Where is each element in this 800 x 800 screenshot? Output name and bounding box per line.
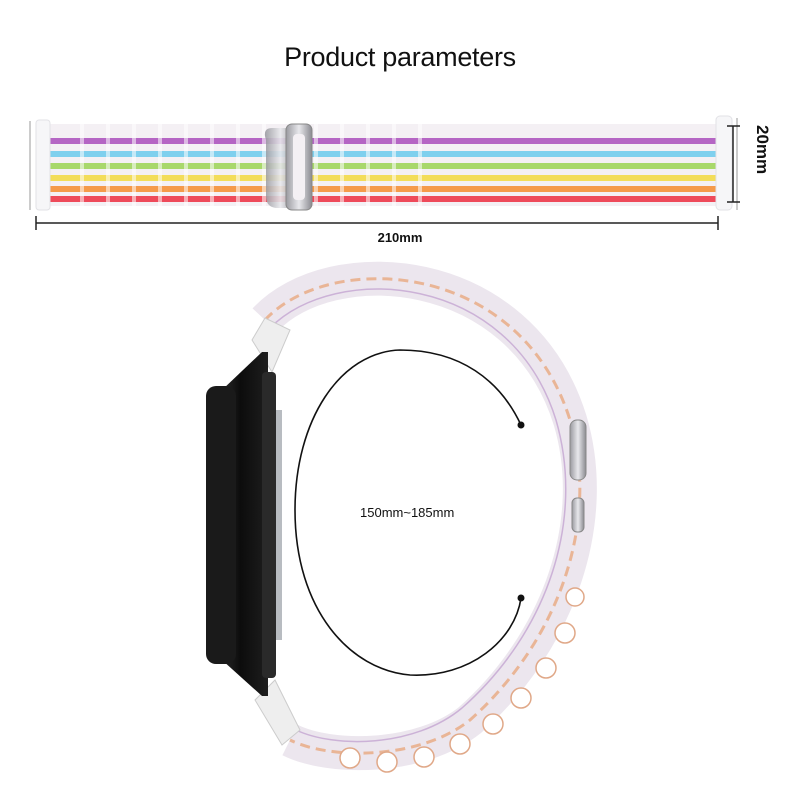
looped-band <box>251 261 597 773</box>
length-label: 210mm <box>377 230 423 245</box>
length-dimension-line <box>35 216 719 230</box>
width-label: 20mm <box>753 125 772 175</box>
page-title: Product parameters <box>284 42 516 72</box>
buckle <box>264 123 313 211</box>
width-dimension-line <box>727 125 740 203</box>
circumference-arc <box>294 349 525 676</box>
watch-case <box>206 352 282 696</box>
flat-band <box>29 115 738 211</box>
circumference-label: 150mm~185mm <box>360 505 455 520</box>
